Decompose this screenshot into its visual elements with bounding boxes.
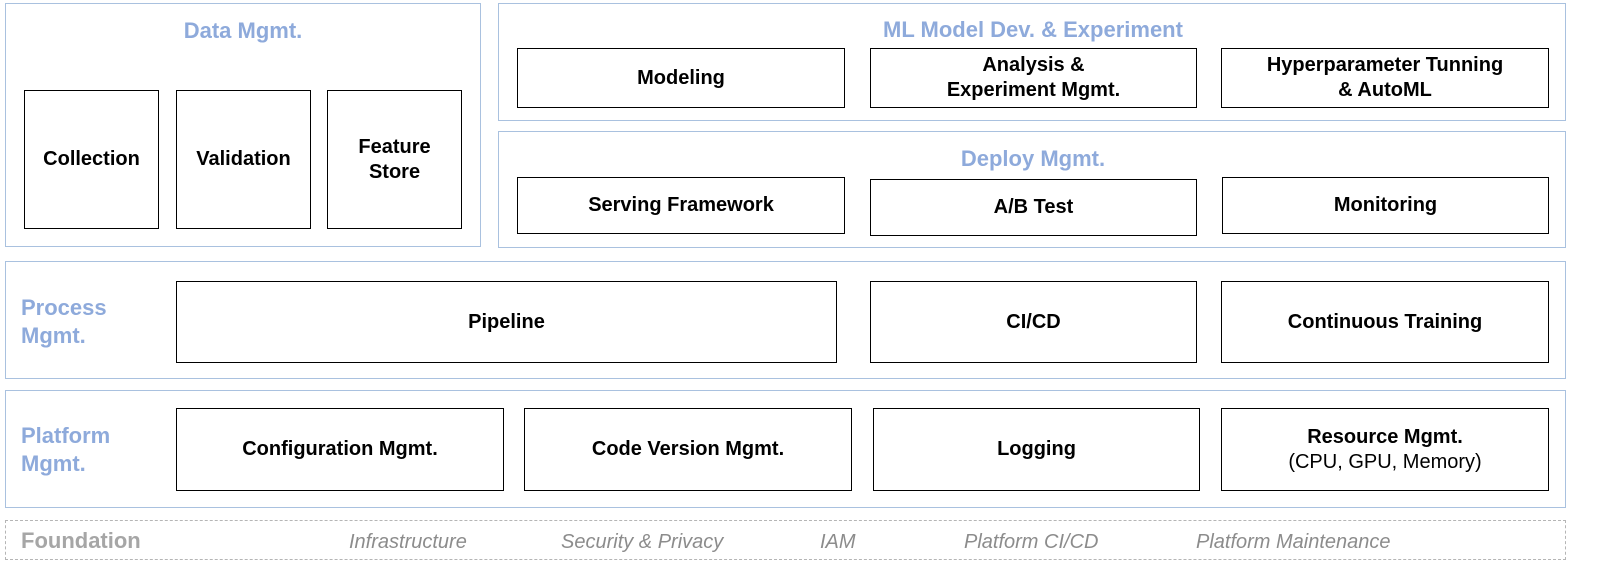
logging-label: Logging: [997, 438, 1076, 460]
hyperparameter-label-line2: & AutoML: [1338, 79, 1432, 101]
monitoring-box: Monitoring: [1222, 177, 1549, 234]
foundation-item-platform-maintenance: Platform Maintenance: [1196, 531, 1391, 553]
validation-label: Validation: [196, 148, 291, 170]
configuration-mgmt-label: Configuration Mgmt.: [242, 438, 438, 460]
process-mgmt-panel: Process Mgmt. Pipeline CI/CD Continuous …: [5, 261, 1566, 379]
foundation-item-infrastructure: Infrastructure: [349, 531, 467, 553]
data-mgmt-title: Data Mgmt.: [183, 18, 303, 43]
data-mgmt-panel: Data Mgmt. Collection Validation Feature…: [5, 3, 481, 247]
feature-store-label-line1: Feature: [358, 135, 431, 158]
ab-test-box: A/B Test: [870, 179, 1197, 236]
code-version-mgmt-label: Code Version Mgmt.: [591, 438, 785, 460]
foundation-title: Foundation: [21, 528, 141, 553]
cicd-box: CI/CD: [870, 281, 1197, 363]
collection-label: Collection: [43, 148, 140, 170]
logging-box: Logging: [873, 408, 1200, 491]
continuous-training-box: Continuous Training: [1221, 281, 1549, 363]
continuous-training-label: Continuous Training: [1287, 310, 1483, 333]
analysis-label-line2: Experiment Mgmt.: [946, 79, 1121, 101]
foundation-item-platform-cicd: Platform CI/CD: [964, 531, 1099, 553]
collection-box: Collection: [24, 90, 159, 229]
platform-mgmt-title-line1: Platform: [21, 423, 111, 448]
analysis-label-line1: Analysis &: [982, 54, 1085, 76]
analysis-box: Analysis & Experiment Mgmt.: [870, 48, 1197, 108]
foundation-item-security-privacy: Security & Privacy: [561, 531, 724, 553]
process-mgmt-title-line1: Process: [21, 295, 107, 320]
pipeline-box: Pipeline: [176, 281, 837, 363]
code-version-mgmt-box: Code Version Mgmt.: [524, 408, 852, 491]
configuration-mgmt-box: Configuration Mgmt.: [176, 408, 504, 491]
feature-store-label-line2: Store: [368, 160, 421, 183]
platform-mgmt-panel: Platform Mgmt. Configuration Mgmt. Code …: [5, 390, 1566, 508]
resource-mgmt-label-line1: Resource Mgmt.: [1307, 425, 1463, 448]
feature-store-box: Feature Store: [327, 90, 462, 229]
deploy-mgmt-panel: Deploy Mgmt. Serving Framework A/B Test …: [498, 131, 1566, 248]
foundation-panel: Foundation Infrastructure Security & Pri…: [5, 520, 1566, 560]
ab-test-label: A/B Test: [993, 196, 1074, 218]
resource-mgmt-box: Resource Mgmt. (CPU, GPU, Memory): [1221, 408, 1549, 491]
serving-framework-box: Serving Framework: [517, 177, 845, 234]
platform-mgmt-title: Platform Mgmt.: [21, 422, 110, 478]
validation-box: Validation: [176, 90, 311, 229]
resource-mgmt-label-line2: (CPU, GPU, Memory): [1288, 450, 1482, 473]
hyperparameter-box: Hyperparameter Tunning & AutoML: [1221, 48, 1549, 108]
monitoring-label: Monitoring: [1333, 194, 1438, 216]
foundation-item-iam: IAM: [820, 531, 856, 553]
serving-framework-label: Serving Framework: [588, 194, 774, 216]
modeling-box: Modeling: [517, 48, 845, 108]
cicd-label: CI/CD: [1006, 310, 1061, 333]
hyperparameter-label-line1: Hyperparameter Tunning: [1266, 54, 1504, 76]
process-mgmt-title: Process Mgmt.: [21, 294, 107, 350]
ml-model-panel: ML Model Dev. & Experiment Modeling Anal…: [498, 3, 1566, 121]
ml-model-title: ML Model Dev. & Experiment: [883, 17, 1183, 42]
modeling-label: Modeling: [637, 66, 725, 89]
deploy-mgmt-title: Deploy Mgmt.: [960, 146, 1106, 171]
process-mgmt-title-line2: Mgmt.: [21, 323, 86, 348]
platform-mgmt-title-line2: Mgmt.: [21, 451, 86, 476]
pipeline-label: Pipeline: [468, 310, 545, 333]
